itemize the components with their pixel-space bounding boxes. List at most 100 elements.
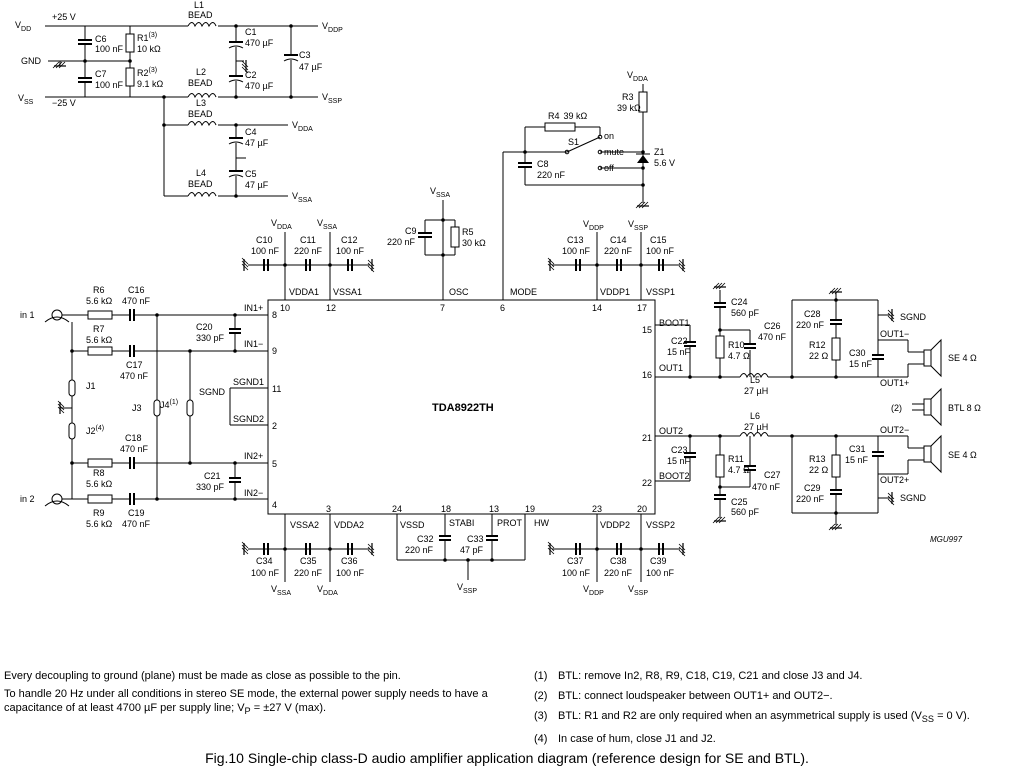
label-L4-type: BEAD <box>188 179 213 189</box>
label-L5-val: 27 µH <box>744 386 768 396</box>
label-R7: R7 <box>93 324 105 334</box>
pin-num-14: 14 <box>592 303 602 313</box>
pin-num-16: 16 <box>642 370 652 380</box>
osc-circuit <box>418 200 460 300</box>
pin-VDDA1: VDDA1 <box>289 287 319 297</box>
footnote-2: (2)BTL: connect loudspeaker between OUT1… <box>534 690 833 702</box>
top-decoupling <box>241 232 686 300</box>
label-vdd-value: +25 V <box>52 12 76 22</box>
label-C14: C14 <box>610 235 627 245</box>
label-C10-val: 100 nF <box>251 246 280 256</box>
label-C22: C22 <box>671 336 688 346</box>
label-L1: L1 <box>194 0 204 10</box>
label-C34: C34 <box>256 556 273 566</box>
pin-num-23: 23 <box>592 504 602 514</box>
power-supply-section <box>45 22 318 198</box>
label-C24-val: 560 pF <box>731 308 760 318</box>
notes-left: Every decoupling to ground (plane) must … <box>4 669 504 722</box>
label-L4: L4 <box>196 168 206 178</box>
pin-num-4: 4 <box>272 500 277 510</box>
label-S1-mute: mute <box>604 147 624 157</box>
pin-IN1p: IN1+ <box>244 303 263 313</box>
pin-num-3: 3 <box>326 504 331 514</box>
input-section <box>44 309 268 507</box>
label-C4: C4 <box>245 127 257 137</box>
label-vdda-r3: VDDA <box>627 70 648 83</box>
label-J1: J1 <box>86 381 96 391</box>
label-vddp-top2: VDDP <box>583 219 604 232</box>
label-R7-val: 5.6 kΩ <box>86 335 113 345</box>
pin-num-21: 21 <box>642 433 652 443</box>
label-vssp-bot: VSSP <box>457 582 477 595</box>
label-C31: C31 <box>849 444 866 454</box>
note-decoupling: Every decoupling to ground (plane) must … <box>4 670 401 682</box>
label-C35: C35 <box>300 556 317 566</box>
label-vddp-bot: VDDP <box>583 584 604 597</box>
label-vssp-top2: VSSP <box>628 219 648 232</box>
label-R8-val: 5.6 kΩ <box>86 479 113 489</box>
pin-VSSA1: VSSA1 <box>333 287 362 297</box>
label-C7: C7 <box>95 69 107 79</box>
label-L5: L5 <box>750 375 760 385</box>
label-R12: R12 <box>809 340 826 350</box>
label-se2: SE 4 Ω <box>948 450 977 460</box>
label-C25-val: 560 pF <box>731 507 760 517</box>
label-C19-val: 470 nF <box>122 519 151 529</box>
label-R11-val: 4.7 Ω <box>728 465 750 475</box>
label-R12-val: 22 Ω <box>809 351 829 361</box>
label-C37: C37 <box>567 556 584 566</box>
pin-num-17: 17 <box>637 303 647 313</box>
figure-code: MGU997 <box>930 535 963 544</box>
label-C12-val: 100 nF <box>336 246 365 256</box>
label-C18-val: 470 nF <box>120 444 149 454</box>
bead-L4 <box>187 192 217 198</box>
pin-num-2: 2 <box>272 421 277 431</box>
label-R3-val: 39 kΩ <box>617 103 641 113</box>
label-R10-val: 4.7 Ω <box>728 351 750 361</box>
label-vssa-top2: VSSA <box>317 218 337 231</box>
label-Z1-val: 5.6 V <box>654 158 675 168</box>
label-C3-val: 47 µF <box>299 62 323 72</box>
pin-num-12: 12 <box>326 303 336 313</box>
label-C3: C3 <box>299 50 311 60</box>
label-R2: R2(3) <box>137 67 157 78</box>
label-C39-val: 100 nF <box>646 568 675 578</box>
pin-IN2m: IN2− <box>244 488 263 498</box>
label-L3: L3 <box>196 98 206 108</box>
label-C20: C20 <box>196 322 213 332</box>
label-vdd: VDD <box>15 20 31 33</box>
label-C21-val: 330 pF <box>196 482 225 492</box>
pin-OUT2: OUT2 <box>659 426 683 436</box>
label-vssa-bot: VSSA <box>271 584 291 597</box>
label-out2p: OUT2+ <box>880 475 909 485</box>
label-vssa-top: VSSA <box>292 191 312 204</box>
label-R11: R11 <box>728 454 744 464</box>
label-C34-val: 100 nF <box>251 568 280 578</box>
label-L1-type: BEAD <box>188 10 213 20</box>
label-C18: C18 <box>125 433 142 443</box>
label-R6: R6 <box>93 285 105 295</box>
label-L6: L6 <box>750 411 760 421</box>
label-C22-val: 15 nF <box>667 347 691 357</box>
label-C4-val: 47 µF <box>245 138 269 148</box>
chip-name: TDA8922TH <box>432 402 494 414</box>
label-C9-val: 220 nF <box>387 237 416 247</box>
label-C7-val: 100 nF <box>95 80 124 90</box>
pin-IN2p: IN2+ <box>244 451 263 461</box>
pin-VSSP2: VSSP2 <box>646 520 675 530</box>
label-C37-val: 100 nF <box>562 568 591 578</box>
pin-VDDP2: VDDP2 <box>600 520 630 530</box>
label-C2: C2 <box>245 70 257 80</box>
label-R8: R8 <box>93 468 105 478</box>
label-S1-on: on <box>604 131 614 141</box>
label-R3: R3 <box>622 92 634 102</box>
label-vss-value: −25 V <box>52 98 76 108</box>
pin-num-11: 11 <box>272 384 281 394</box>
pin-PROT: PROT <box>497 518 523 528</box>
label-R9: R9 <box>93 508 105 518</box>
label-C27-val: 470 nF <box>752 482 781 492</box>
label-C16-val: 470 nF <box>122 296 151 306</box>
label-R9-val: 5.6 kΩ <box>86 519 113 529</box>
label-out1p: OUT1+ <box>880 378 909 388</box>
